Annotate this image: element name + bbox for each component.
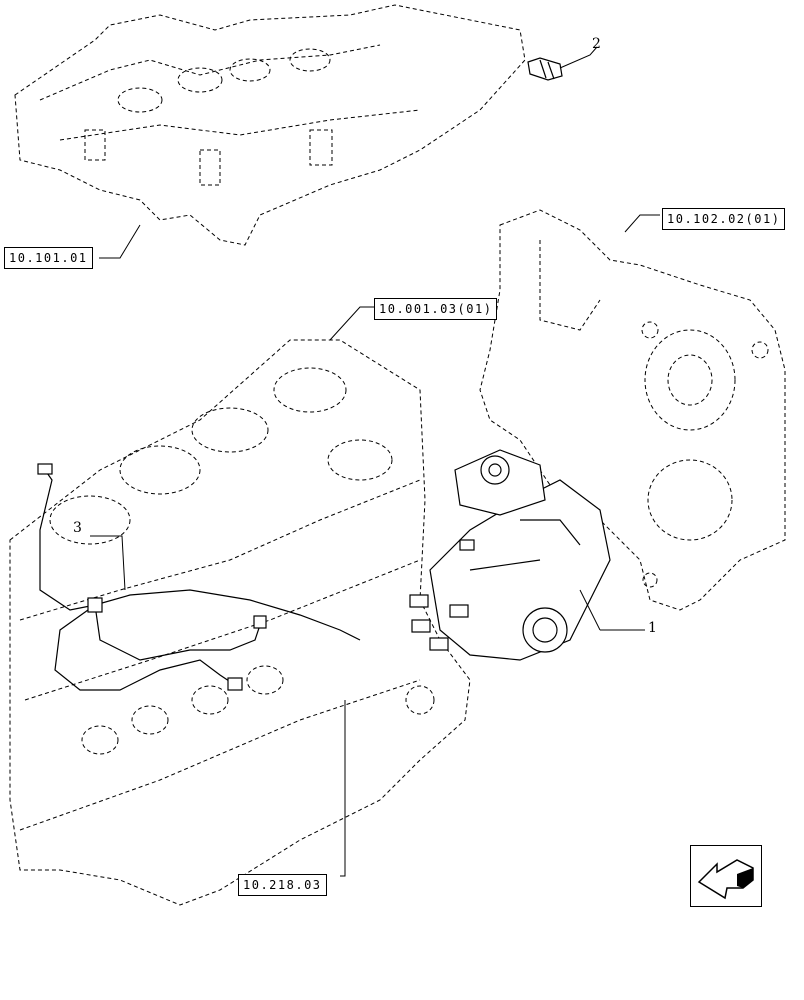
reference-engine-block[interactable]: 10.001.03(01) <box>374 298 498 320</box>
timing-cover-outline <box>479 209 786 611</box>
engine-block-outline <box>9 339 471 906</box>
cylinder-head-outline <box>14 4 526 246</box>
reference-timing-cover[interactable]: 10.102.02(01) <box>662 208 786 230</box>
sensor-part <box>527 57 563 81</box>
arrow-down-left-icon <box>697 859 754 900</box>
injection-pump <box>409 449 611 661</box>
callout-sensor: 2 <box>592 36 601 52</box>
navigation-back-button[interactable] <box>690 845 762 907</box>
reference-cylinder-head[interactable]: 10.101.01 <box>4 247 93 269</box>
callout-injection-pump: 1 <box>648 620 657 636</box>
wiring-harness <box>37 463 361 691</box>
callout-harness: 3 <box>73 520 82 536</box>
reference-pump-drive[interactable]: 10.218.03 <box>238 874 327 896</box>
